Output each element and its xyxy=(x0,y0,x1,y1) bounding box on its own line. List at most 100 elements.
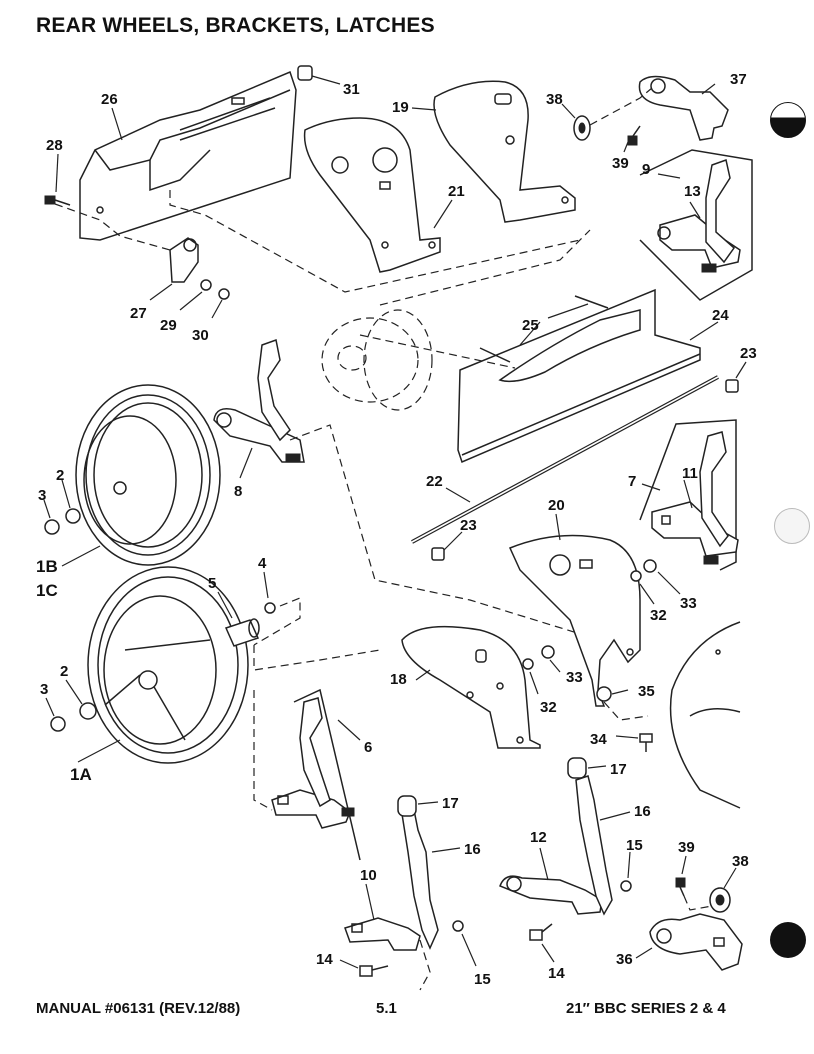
callout-23-left: 23 xyxy=(460,517,477,534)
callout-2-upper: 2 xyxy=(56,467,64,484)
part-15-washer-right xyxy=(620,880,632,892)
part-31-nut xyxy=(297,65,313,81)
callout-16-left: 16 xyxy=(464,841,481,858)
page-number: 5.1 xyxy=(376,1000,397,1017)
callout-33-lower: 33 xyxy=(566,669,583,686)
callout-10: 10 xyxy=(360,867,377,884)
part-14-screw-left xyxy=(359,965,389,977)
part-1A-wheel xyxy=(87,566,249,764)
callout-31: 31 xyxy=(343,81,360,98)
callout-2-lower: 2 xyxy=(60,663,68,680)
callout-36: 36 xyxy=(616,951,633,968)
callout-11: 11 xyxy=(682,465,698,482)
part-9-latch-assembly xyxy=(639,149,753,301)
callout-3-upper: 3 xyxy=(38,487,46,504)
callout-9: 9 xyxy=(642,161,650,178)
part-37-latch-plate xyxy=(638,75,729,141)
engine-phantom xyxy=(321,309,433,411)
part-4-washer xyxy=(264,602,276,614)
callout-22: 22 xyxy=(426,473,443,490)
callout-17-left: 17 xyxy=(442,795,459,812)
callout-8: 8 xyxy=(234,483,242,500)
callout-16-right: 16 xyxy=(634,803,651,820)
part-15-washer-left xyxy=(452,920,464,932)
part-33-nut-upper xyxy=(643,559,657,573)
callout-7: 7 xyxy=(628,473,636,490)
part-38-wheel-bearing xyxy=(573,115,591,141)
part-10-latch-plate xyxy=(344,917,421,951)
callout-25: 25 xyxy=(522,317,539,334)
callout-39-top: 39 xyxy=(612,155,629,172)
part-32-washer-lower xyxy=(522,658,534,670)
callout-19: 19 xyxy=(392,99,409,116)
part-2-spacer-lower xyxy=(79,702,97,720)
callout-32-upper: 32 xyxy=(650,607,667,624)
callout-18: 18 xyxy=(390,671,407,688)
part-3-nut-upper xyxy=(44,519,60,535)
part-17-grip-left xyxy=(397,795,417,817)
part-36-latch-plate xyxy=(649,913,743,971)
callout-34: 34 xyxy=(590,731,607,748)
callout-26: 26 xyxy=(101,91,118,108)
callout-33-upper: 33 xyxy=(680,595,697,612)
callout-3-lower: 3 xyxy=(40,681,48,698)
callout-4: 4 xyxy=(258,555,267,572)
part-26-bracket xyxy=(79,70,297,241)
part-18-bracket xyxy=(401,625,541,749)
part-25-pins xyxy=(479,295,609,363)
mower-deck-edge xyxy=(669,621,741,809)
part-29-washer xyxy=(200,279,212,291)
part-30-nut xyxy=(218,288,230,300)
callout-27: 27 xyxy=(130,305,147,322)
callout-32-lower: 32 xyxy=(540,699,557,716)
callout-28: 28 xyxy=(46,137,63,154)
part-12-latch-plate xyxy=(499,875,603,915)
callout-29: 29 xyxy=(160,317,177,334)
part-21-adjuster-plate xyxy=(303,117,441,273)
callout-14-right: 14 xyxy=(548,965,565,982)
callout-24: 24 xyxy=(712,307,729,324)
callout-1B: 1B xyxy=(36,557,58,576)
callout-23-right: 23 xyxy=(740,345,757,362)
callout-13: 13 xyxy=(684,183,701,200)
part-34-screw xyxy=(639,733,653,752)
part-22-axle-rod xyxy=(411,375,719,544)
part-23-axle-nut-left xyxy=(431,547,445,561)
part-39-screw xyxy=(627,125,641,146)
part-6-latch-assembly xyxy=(271,688,361,861)
part-2-spacer-upper xyxy=(65,508,81,524)
part-1B-wheel xyxy=(75,384,221,566)
part-3-nut-lower xyxy=(50,716,66,732)
part-7-latch-assembly xyxy=(639,419,739,571)
callout-14-left: 14 xyxy=(316,951,333,968)
binder-hole-middle xyxy=(774,508,810,544)
callout-20: 20 xyxy=(548,497,565,514)
manual-number: MANUAL #06131 (REV.12/88) xyxy=(36,1000,241,1017)
binder-hole-top xyxy=(770,102,806,138)
callout-5: 5 xyxy=(208,575,216,592)
page-title: REAR WHEELS, BRACKETS, LATCHES xyxy=(36,14,435,37)
callout-37: 37 xyxy=(730,71,747,88)
callout-38-lower: 38 xyxy=(732,853,749,870)
part-24-rear-shield xyxy=(457,288,701,464)
callout-15-left: 15 xyxy=(474,971,491,988)
part-27-latch-plate xyxy=(169,237,199,283)
callout-38-top: 38 xyxy=(546,91,563,108)
part-14-screw-right xyxy=(529,923,553,941)
callout-39-lower: 39 xyxy=(678,839,695,856)
part-19-adjuster-plate xyxy=(433,80,576,223)
callout-21: 21 xyxy=(448,183,465,200)
part-33-nut-lower xyxy=(541,645,555,659)
callout-6: 6 xyxy=(364,739,372,756)
callout-17-right: 17 xyxy=(610,761,627,778)
part-32-washer-upper xyxy=(630,570,642,582)
part-5-bushing xyxy=(224,618,260,647)
part-16-latch-arm-right xyxy=(575,775,613,916)
part-28-screw xyxy=(44,195,71,206)
callout-15-right: 15 xyxy=(626,837,643,854)
part-16-latch-arm-left xyxy=(401,809,439,950)
callout-35: 35 xyxy=(638,683,655,700)
callout-30: 30 xyxy=(192,327,209,344)
series-label: 21″ BBC SERIES 2 & 4 xyxy=(566,1000,726,1017)
